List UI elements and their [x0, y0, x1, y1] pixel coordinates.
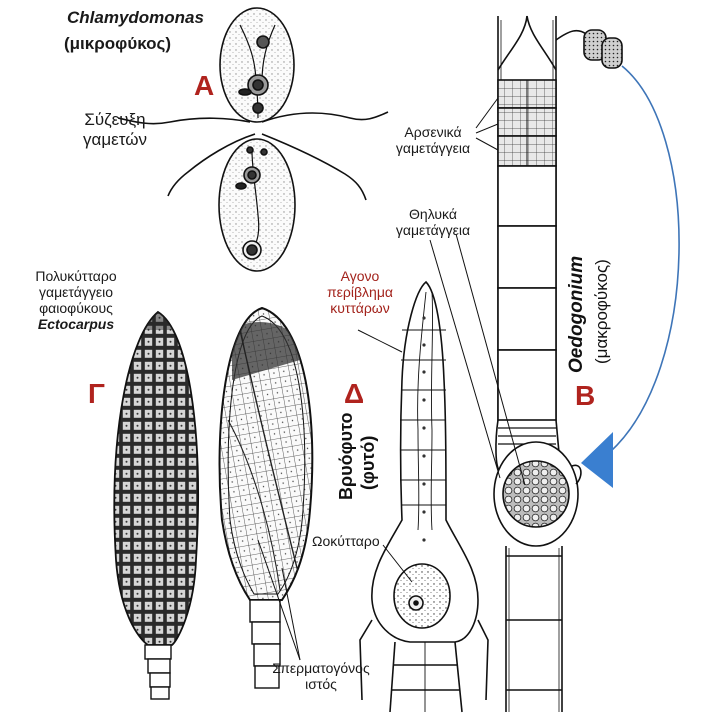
panel-letter-d: Δ — [344, 378, 365, 409]
ectocarpus-line-2: γαμετάγγειο — [39, 284, 113, 301]
spermatogenous-tissue-label: Σπερματογόνος ιστός — [244, 660, 398, 692]
sterile-jacket-line-1: Αγονο — [340, 268, 380, 284]
female-gametangia-line-1: Θηλυκά — [409, 206, 457, 222]
spermatogenous-line-1: Σπερματογόνος — [272, 660, 370, 676]
sterile-jacket-line-2: περίβλημα — [327, 284, 393, 301]
gamete-fusion-label: Σύζευξη γαμετών — [60, 110, 170, 149]
oedogonium-label: Oedogonium — [566, 255, 587, 373]
oedogonium-type-label: (μακροφύκος) — [592, 259, 611, 364]
spermatogenous-line-2: ιστός — [305, 676, 337, 693]
panel-letter-b: Β — [575, 380, 596, 411]
chlamydomonas-label: Chlamydomonas — [67, 8, 204, 27]
ectocarpus-line-1: Πολυκύτταρο — [35, 268, 117, 284]
chlamydomonas-type-label: (μικροφύκος) — [64, 34, 172, 53]
gamete-fusion-line-1: Σύζευξη — [84, 110, 146, 129]
male-gametangia-label: Αρσενικά γαμετάγγεια — [380, 124, 486, 156]
sterile-jacket-label: Αγονο περίβλημα κυττάρων — [312, 268, 408, 316]
female-gametangia-line-2: γαμετάγγεια — [395, 222, 471, 239]
ectocarpus-label: Πολυκύτταρο γαμετάγγειο φαιοφύκους Ectoc… — [20, 268, 132, 332]
gamete-fusion-line-2: γαμετών — [83, 129, 147, 149]
male-gametangia-line-2: γαμετάγγεια — [395, 140, 471, 157]
bryophyte-label: Βρυόφυτο — [336, 412, 356, 501]
sterile-jacket-line-3: κυττάρων — [330, 300, 390, 317]
bryophyte-type-label: (φυτό) — [358, 435, 378, 490]
male-gametangia-line-1: Αρσενικά — [404, 124, 462, 140]
panel-letter-g: Γ — [88, 378, 105, 409]
female-gametangia-label: Θηλυκά γαμετάγγεια — [380, 206, 486, 238]
panel-letter-a: Α — [194, 70, 215, 101]
ectocarpus-line-4: Ectocarpus — [37, 316, 115, 333]
ectocarpus-line-3: φαιοφύκους — [39, 300, 113, 317]
egg-cell-label: Ωοκύτταρο — [312, 533, 380, 549]
